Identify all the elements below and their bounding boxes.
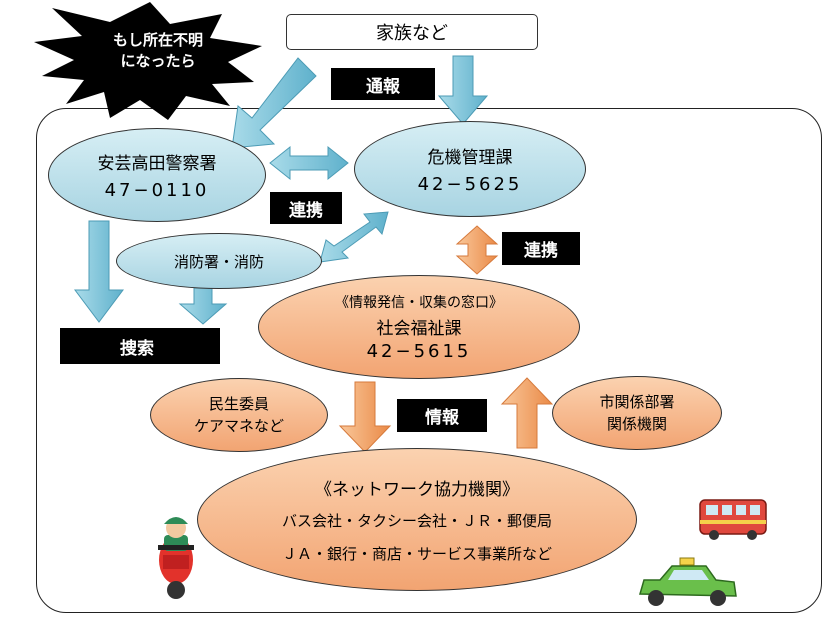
- network-title: 《ネットワーク協力機関》: [315, 480, 519, 500]
- burst-text: もし所在不明 になったら: [98, 30, 218, 72]
- family-box: 家族など: [286, 14, 538, 50]
- minsei-node: 民生委員 ケアマネなど: [150, 378, 328, 452]
- motorbike-police-icon: [158, 517, 194, 599]
- report-label: 通報: [331, 68, 435, 100]
- welfare-node: 《情報発信・収集の窓口》 社会福祉課 42−5615: [258, 275, 580, 379]
- fire-node: 消防署・消防: [116, 233, 322, 289]
- crisis-name: 危機管理課: [427, 148, 513, 168]
- city-node: 市関係部署 関係機関: [552, 376, 722, 450]
- cooperation-label-left: 連携: [270, 192, 342, 224]
- burst-icon: [34, 2, 262, 120]
- burst-line-1: もし所在不明: [112, 31, 203, 49]
- welfare-name: 社会福祉課: [376, 319, 462, 339]
- arrow-family-to-crisis: [437, 55, 489, 125]
- taxi-icon: [639, 557, 737, 606]
- city-line-1: 市関係部署: [599, 393, 675, 411]
- welfare-phone: 42−5615: [366, 341, 472, 362]
- arrow-crisis-fire: [319, 211, 389, 263]
- arrow-family-to-police: [231, 57, 317, 149]
- crisis-node: 危機管理課 42−5625: [354, 121, 586, 217]
- police-node: 安芸高田警察署 47−0110: [48, 128, 266, 222]
- network-node: 《ネットワーク協力機関》 バス会社・タクシー会社・ＪＲ・郵便局 ＪＡ・銀行・商店…: [197, 448, 637, 591]
- network-line-1: バス会社・タクシー会社・ＪＲ・郵便局: [281, 512, 552, 530]
- arrow-welfare-to-network: [338, 381, 392, 453]
- search-label: 捜索: [60, 328, 220, 364]
- fire-name: 消防署・消防: [173, 252, 264, 271]
- info-label: 情報: [397, 399, 487, 432]
- police-name: 安芸高田警察署: [97, 154, 217, 174]
- welfare-sub: 《情報発信・収集の窓口》: [335, 295, 503, 311]
- arrow-fire-to-search: [178, 287, 228, 325]
- police-phone: 47−0110: [104, 180, 210, 201]
- burst-line-2: になったら: [120, 52, 196, 70]
- arrow-police-to-search: [74, 220, 124, 323]
- arrow-police-crisis: [269, 145, 349, 181]
- minsei-line-2: ケアマネなど: [193, 417, 284, 435]
- cooperation-label-right: 連携: [502, 232, 580, 265]
- minsei-line-1: 民生委員: [208, 395, 269, 413]
- network-line-2: ＪＡ・銀行・商店・サービス事業所など: [281, 545, 552, 563]
- crisis-phone: 42−5625: [417, 174, 523, 195]
- bus-icon: [699, 499, 767, 540]
- arrow-network-to-welfare: [500, 377, 554, 449]
- arrow-crisis-welfare: [455, 225, 499, 275]
- city-line-2: 関係機関: [606, 415, 667, 433]
- network-frame: [36, 108, 822, 613]
